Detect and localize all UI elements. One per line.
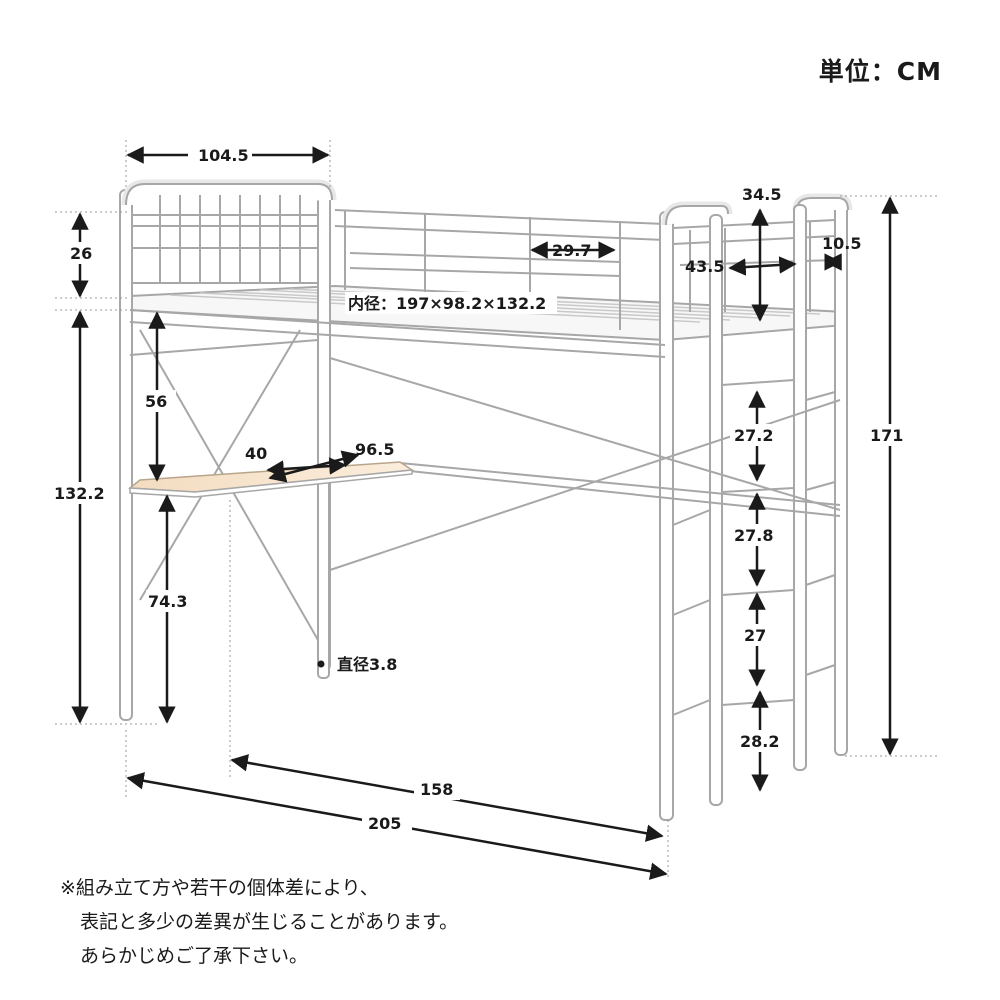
label-step4: 28.2 bbox=[740, 732, 779, 751]
dimension-labels: 104.5 26 132.2 56 74.3 40 96.5 内径：197×98… bbox=[54, 146, 903, 833]
ladder bbox=[672, 204, 836, 806]
disclaimer-line-2: 表記と多少の差異が生じることがあります。 bbox=[80, 911, 459, 933]
label-ladder-top: 34.5 bbox=[742, 185, 781, 204]
headboard bbox=[132, 195, 318, 284]
label-desk-gap: 56 bbox=[145, 392, 167, 411]
right-posts bbox=[659, 193, 853, 821]
label-mid-length: 158 bbox=[420, 780, 453, 799]
label-step2: 27.8 bbox=[734, 526, 773, 545]
label-pipe: 直径3.8 bbox=[337, 655, 397, 674]
disclaimer-line-1: ※組み立て方や若干の個体差により、 bbox=[60, 877, 379, 899]
label-head-width: 104.5 bbox=[198, 146, 249, 165]
unit-label: 単位：CM bbox=[818, 57, 942, 86]
extension-lines bbox=[55, 140, 940, 880]
bed-frame bbox=[119, 179, 853, 821]
label-total-height: 171 bbox=[870, 426, 903, 445]
label-desk-depth: 40 bbox=[245, 444, 267, 463]
mid-post bbox=[317, 467, 330, 679]
arrow-ladder-depth bbox=[728, 256, 797, 276]
pipe-dot bbox=[317, 660, 325, 668]
arrow-desk-width bbox=[268, 450, 360, 483]
label-ladder-gap: 10.5 bbox=[822, 234, 861, 253]
label-step3: 27 bbox=[744, 626, 766, 645]
label-head-rise: 26 bbox=[70, 244, 92, 263]
label-step1: 27.2 bbox=[734, 426, 773, 445]
label-total-length: 205 bbox=[368, 814, 401, 833]
label-clear-height: 132.2 bbox=[54, 484, 105, 503]
label-desk-width: 96.5 bbox=[355, 440, 394, 459]
desk bbox=[128, 461, 415, 498]
label-desk-height: 74.3 bbox=[148, 592, 187, 611]
guard-rail bbox=[334, 209, 666, 330]
label-ladder-depth: 43.5 bbox=[685, 257, 724, 276]
disclaimer-line-3: あらかじめご了承下さい。 bbox=[80, 945, 309, 967]
label-backgrounds bbox=[52, 144, 912, 834]
label-rail-gap: 29.7 bbox=[552, 241, 591, 260]
label-inner: 内径：197×98.2×132.2 bbox=[348, 294, 546, 313]
